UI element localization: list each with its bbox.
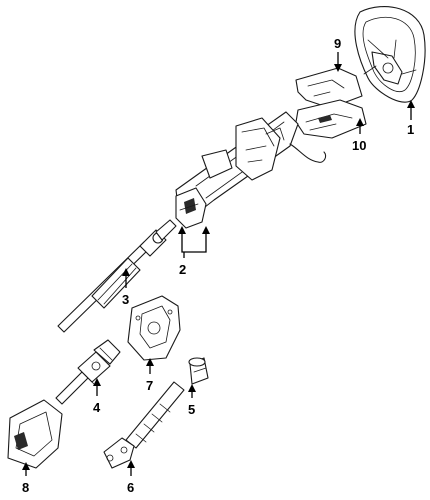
callout-4: 4: [93, 400, 101, 415]
dust-cover: [7, 399, 63, 469]
callout-3: 3: [122, 292, 129, 307]
callout-9: 9: [334, 36, 341, 51]
callout-8: 8: [22, 480, 29, 495]
boot-seal-plate: [127, 295, 181, 361]
callout-2: 2: [179, 262, 186, 277]
callout-1: 1: [407, 122, 414, 137]
steering-column-assembly: [175, 111, 327, 229]
upper-column-cover: [295, 67, 363, 109]
leader-lines: [22, 52, 415, 476]
callout-10: 10: [352, 138, 366, 153]
callout-6: 6: [127, 480, 134, 495]
lower-column-cover: [295, 99, 367, 139]
lower-shaft: [103, 381, 185, 469]
steering-wheel: [354, 6, 426, 103]
callout-labels: 1 9 10 2 3 4 7 5 6 8: [22, 36, 414, 495]
callout-5: 5: [188, 402, 195, 417]
universal-joint: [55, 339, 121, 405]
bushing: [188, 357, 209, 385]
intermediate-shaft: [57, 219, 177, 333]
callout-7: 7: [146, 378, 153, 393]
